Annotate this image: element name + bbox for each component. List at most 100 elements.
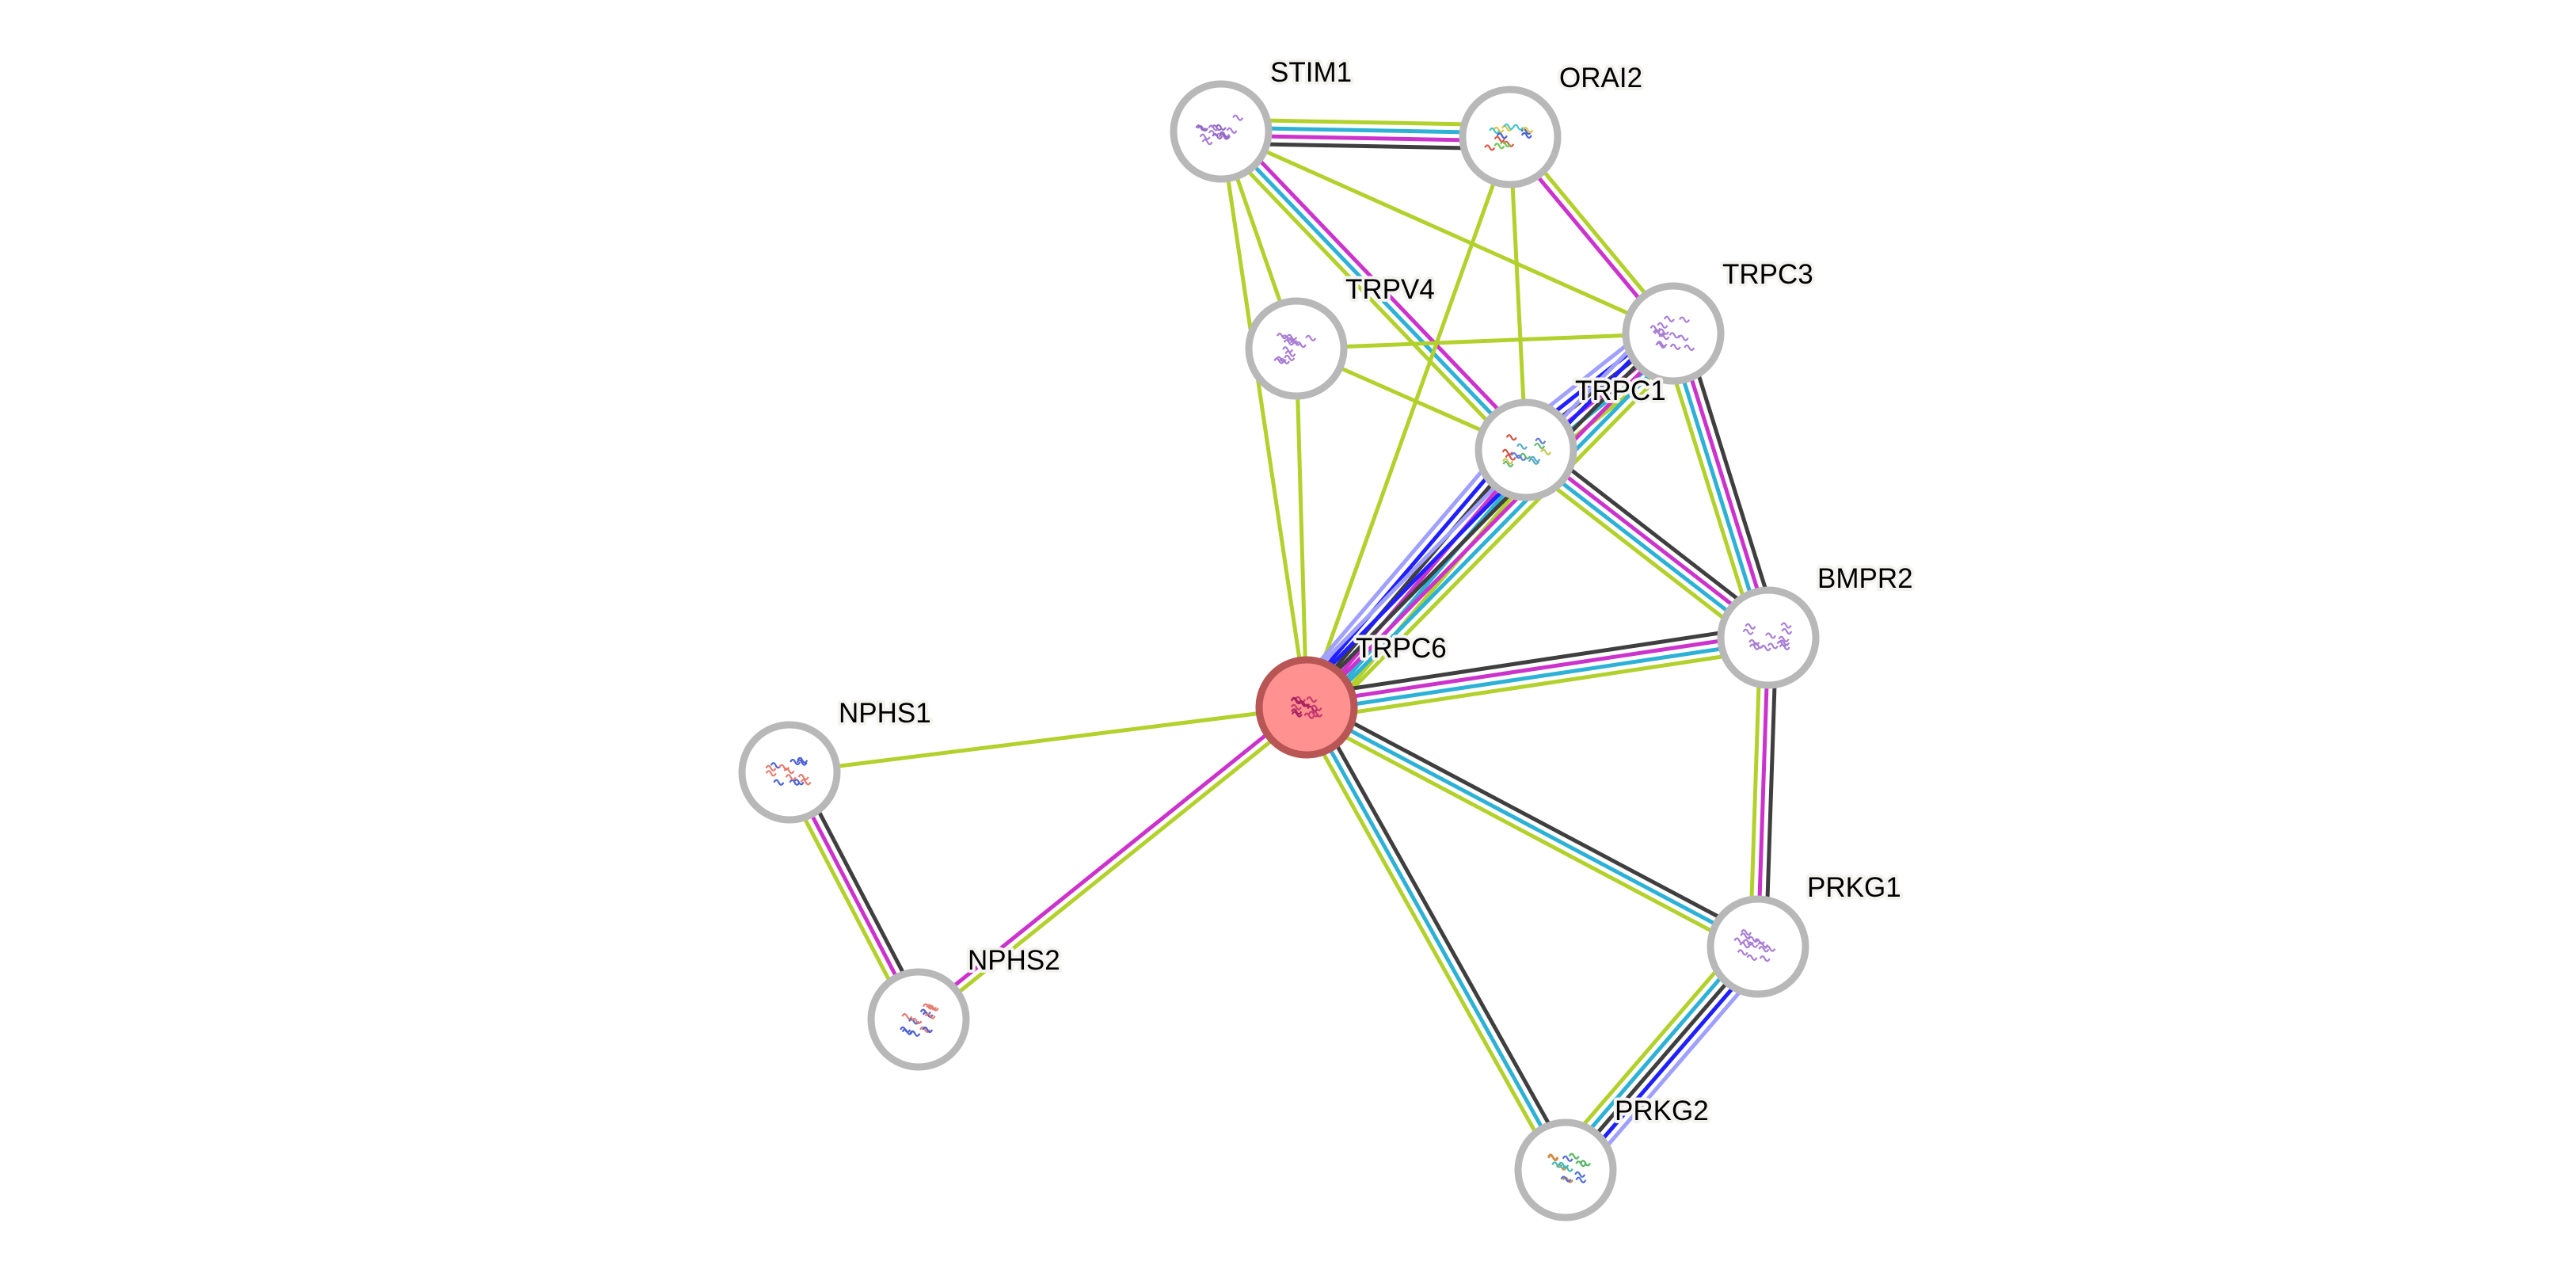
node-trpc3[interactable] (1622, 282, 1725, 385)
protein-helix-mark (1307, 705, 1318, 712)
edge-stim1-trpc3[interactable] (1220, 129, 1675, 336)
protein-helix-mark (1311, 704, 1322, 711)
node-nphs2[interactable] (867, 968, 970, 1071)
edge-trpc6-trpc3[interactable] (1291, 318, 1689, 723)
edge-orai2-trpc1[interactable] (1508, 136, 1528, 451)
node-trpv4[interactable] (1245, 297, 1348, 400)
node-prkg1[interactable] (1707, 895, 1809, 998)
edge-trpc1-bmpr2[interactable] (1517, 439, 1777, 649)
protein-helix-mark (1765, 632, 1777, 639)
protein-helix-mark (1562, 1165, 1573, 1172)
edge-orai2-trpc6[interactable] (1304, 136, 1512, 708)
node-label-prkg2: PRKG2 (1615, 1096, 1709, 1126)
protein-helix-mark (765, 764, 777, 772)
edge-evidence-gene-fusion (1296, 323, 1667, 701)
protein-helix-mark (1656, 341, 1668, 348)
edge-evidence-textmining (1660, 336, 1760, 642)
protein-helix-mark (1215, 124, 1227, 131)
edge-evidence-coexpression (1304, 623, 1767, 698)
edge-trpc6-bmpr2[interactable] (1304, 623, 1771, 722)
node-circle[interactable] (1717, 586, 1820, 689)
protein-helix-mark (1199, 133, 1211, 140)
node-stim1[interactable] (1170, 80, 1273, 183)
query-node-circle[interactable] (1255, 656, 1358, 759)
edge-evidence-coexpression (1682, 329, 1782, 635)
protein-structure-icon (1547, 1153, 1592, 1183)
protein-helix-mark (1575, 1160, 1587, 1168)
node-orai2[interactable] (1459, 86, 1562, 189)
node-circle[interactable] (1474, 398, 1577, 501)
protein-helix-mark (1649, 325, 1661, 332)
edge-evidence-textmining (1307, 647, 1771, 722)
protein-helix-mark (1779, 643, 1790, 650)
protein-helix-mark (1522, 127, 1534, 134)
edge-bmpr2-prkg1[interactable] (1748, 637, 1779, 947)
edge-trpc6-nphs2[interactable] (915, 703, 1311, 1024)
protein-helix-mark (1484, 144, 1496, 151)
protein-helix-mark (1547, 1153, 1559, 1160)
protein-helix-mark (1286, 337, 1298, 344)
protein-helix-mark (1781, 627, 1793, 635)
protein-structure-icon (1273, 333, 1317, 364)
edge-evidence-experiments (1675, 331, 1775, 638)
protein-helix-mark (1208, 124, 1220, 131)
edge-evidence-databases (1305, 705, 1760, 949)
protein-helix-mark (1283, 339, 1295, 346)
protein-helix-mark (1295, 695, 1307, 703)
node-circle[interactable] (1514, 1118, 1617, 1221)
protein-structure-icon (1649, 315, 1695, 352)
edge-trpc6-prkg1[interactable] (1302, 698, 1763, 956)
edge-evidence-experiments (1756, 637, 1771, 947)
node-bmpr2[interactable] (1717, 586, 1820, 689)
protein-structure-icon (1290, 695, 1323, 719)
protein-helix-mark (796, 759, 808, 766)
edge-evidence-textmining (1304, 136, 1512, 708)
edge-trpv4-trpc6[interactable] (1294, 348, 1309, 708)
protein-helix-mark (1281, 334, 1293, 341)
edge-stim1-trpc1[interactable] (1213, 124, 1534, 457)
protein-helix-mark (922, 1003, 934, 1010)
edge-trpc6-trpc1[interactable] (1290, 436, 1543, 722)
edge-evidence-neighborhood (1291, 318, 1661, 695)
node-label-stim1: STIM1 (1270, 57, 1352, 88)
edge-stim1-trpc6[interactable] (1219, 131, 1309, 708)
protein-helix-mark (773, 779, 785, 786)
edge-evidence-coexpression (1311, 702, 1574, 1168)
node-trpc6[interactable] (1255, 656, 1358, 759)
edge-evidence-coexpression (1309, 698, 1763, 942)
protein-helix-mark (1568, 1153, 1580, 1160)
protein-helix-mark (1295, 341, 1307, 349)
protein-helix-mark (1219, 131, 1231, 138)
protein-helix-mark (1505, 434, 1517, 441)
edge-trpv4-trpc3[interactable] (1296, 331, 1674, 351)
edge-evidence-neighborhood (1290, 436, 1512, 696)
node-circle[interactable] (1245, 297, 1348, 400)
node-prkg2[interactable] (1514, 1118, 1617, 1221)
edge-trpc6-nphs1[interactable] (789, 705, 1307, 775)
edge-trpc3-bmpr2[interactable] (1660, 329, 1782, 642)
protein-helix-mark (1540, 448, 1552, 455)
protein-helix-mark (1195, 124, 1207, 131)
node-circle[interactable] (1459, 86, 1562, 189)
edge-evidence-databases (1304, 706, 1568, 1172)
edge-evidence-coexpression (1302, 446, 1525, 707)
protein-structure-icon (1484, 123, 1534, 151)
node-nphs1[interactable] (738, 721, 841, 824)
protein-helix-mark (1218, 133, 1230, 140)
protein-helix-mark (1493, 143, 1505, 150)
node-circle[interactable] (867, 968, 970, 1071)
edge-trpc6-prkg2[interactable] (1298, 702, 1574, 1176)
protein-helix-mark (1574, 1171, 1586, 1178)
node-label-orai2: ORAI2 (1559, 63, 1642, 93)
protein-helix-mark (1306, 696, 1318, 703)
node-trpc1[interactable] (1474, 398, 1577, 501)
protein-helix-mark (1286, 333, 1298, 341)
edge-evidence-databases (1667, 333, 1767, 640)
node-circle[interactable] (1707, 895, 1809, 998)
edge-evidence-textmining (1320, 461, 1543, 722)
protein-helix-mark (1515, 454, 1527, 461)
protein-helix-mark (1679, 316, 1691, 323)
edge-evidence-textmining (1319, 345, 1689, 723)
protein-helix-mark (1232, 114, 1244, 121)
